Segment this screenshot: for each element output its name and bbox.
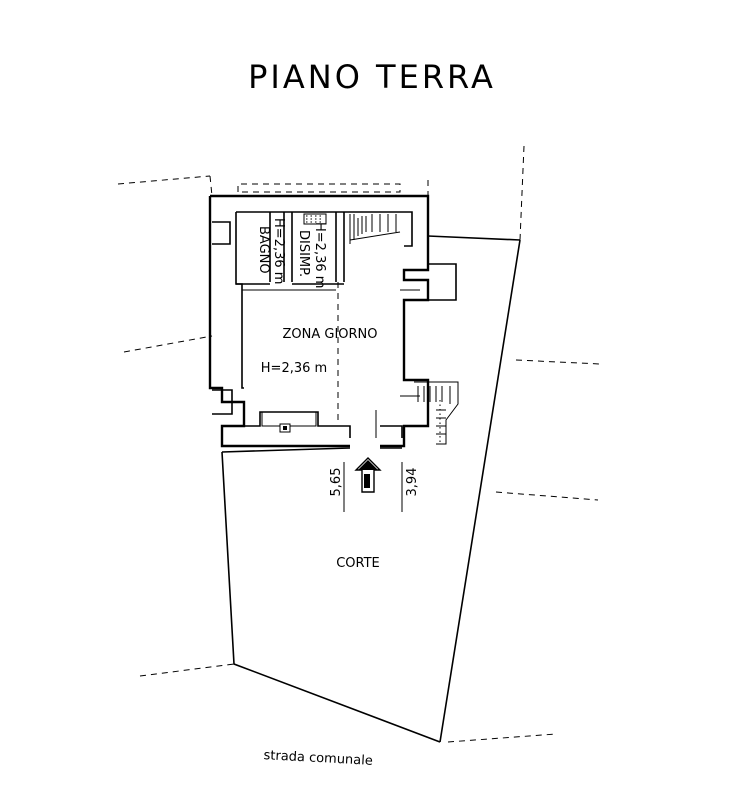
street-label: strada comunale (263, 748, 373, 769)
outer-wall (208, 196, 350, 448)
neighbour-line (515, 359, 601, 365)
courtyard-boundary (221, 235, 521, 743)
room-disimp-height: H=2,36 m (312, 222, 327, 288)
wall-stub (212, 389, 233, 415)
neighbour-line (519, 145, 525, 241)
staircase-internal (349, 214, 401, 244)
neighbour-line (209, 175, 213, 197)
inner-wall (244, 411, 351, 438)
room-bagno-height: H=2,36 m (271, 218, 286, 284)
inner-wall (380, 425, 403, 438)
neighbour-line (495, 491, 599, 501)
dimension-left: 5,65 (329, 468, 344, 497)
room-zona-giorno-name: ZONA GIORNO (282, 327, 377, 342)
room-disimp-name: DISIMP. (296, 230, 311, 277)
inner-wall (235, 212, 244, 389)
wall-stub (212, 221, 231, 245)
courtyard-right-edge (439, 239, 521, 743)
wall-stub (428, 263, 457, 301)
neighbour-lines (117, 145, 601, 743)
courtyard-left-edge (221, 451, 441, 743)
hatch-area (303, 213, 327, 225)
plan-title: PIANO TERRA (248, 58, 496, 96)
entrance-arrow (354, 457, 382, 493)
inner-wall (236, 211, 413, 247)
neighbour-line (117, 175, 211, 185)
dimension-right: 3,94 (405, 468, 420, 497)
fireplace (261, 411, 317, 433)
room-zona-giorno-height: H=2,36 m (261, 361, 327, 376)
neighbour-line (139, 663, 235, 677)
courtyard-label: CORTE (336, 556, 380, 571)
roof-outline (237, 183, 401, 193)
building-walls (208, 194, 457, 448)
courtyard-top-edge (427, 235, 521, 241)
neighbour-line (447, 733, 557, 743)
room-bagno-name: BAGNO (256, 226, 271, 274)
neighbour-line (123, 335, 213, 353)
outer-wall (210, 194, 430, 448)
courtyard-front-edge (221, 447, 351, 453)
staircase-external (414, 381, 459, 445)
